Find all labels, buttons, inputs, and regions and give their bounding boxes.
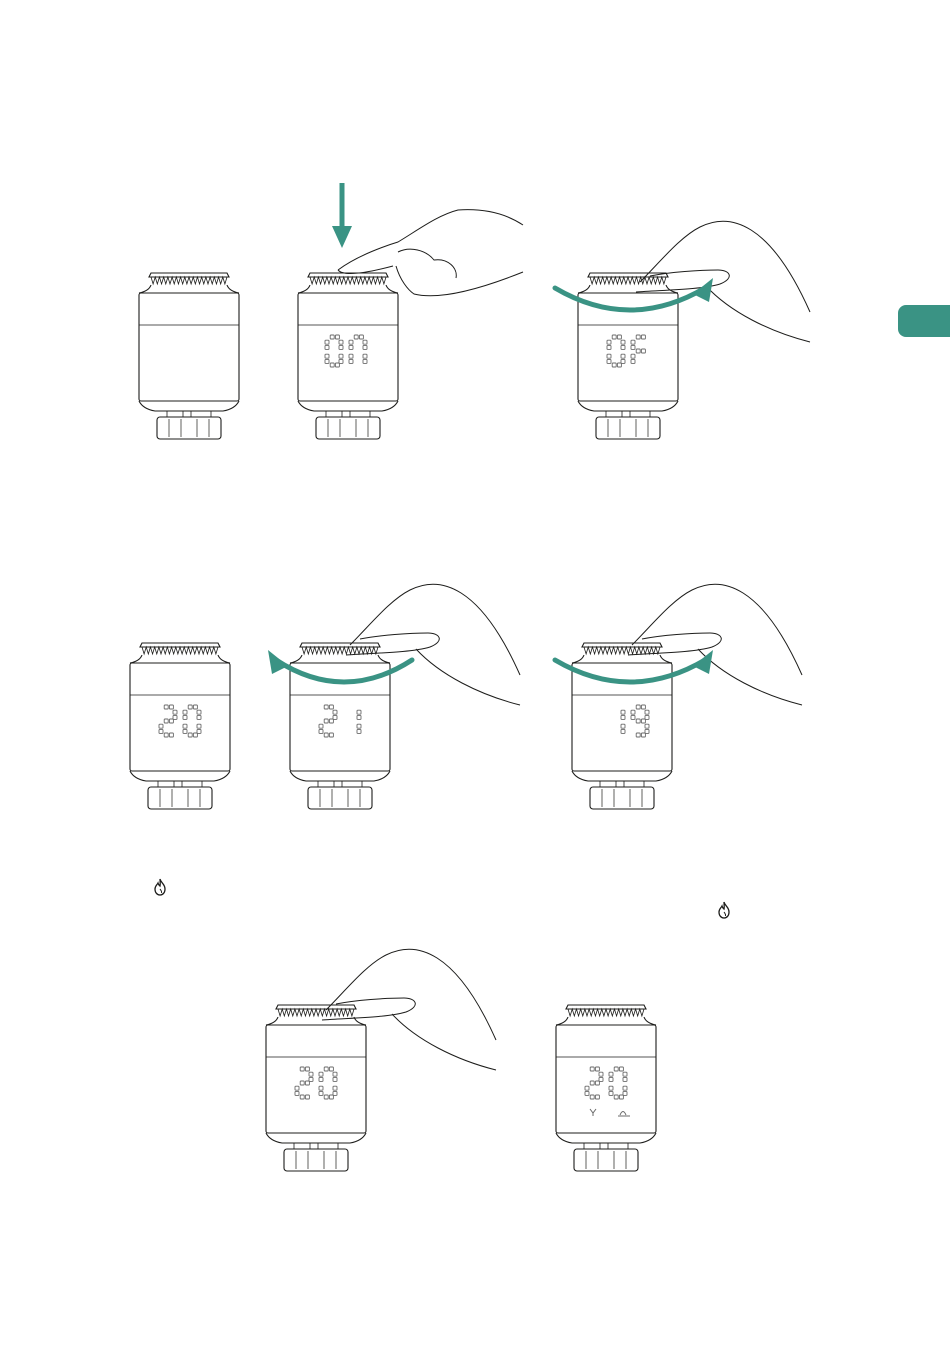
eco-icon [590, 1109, 596, 1116]
thermostat-device [572, 643, 672, 809]
thermostat-device [290, 643, 390, 809]
thermostat-device [556, 1005, 656, 1171]
led-display [585, 1067, 627, 1099]
hand [338, 210, 523, 296]
comfort-icon [618, 1112, 630, 1117]
thermostat-device [298, 273, 398, 439]
led-display [325, 335, 367, 367]
hand [322, 949, 496, 1070]
led-display [607, 335, 645, 367]
flame-icon [716, 901, 732, 919]
led-display [295, 1067, 337, 1099]
thermostat-device [578, 273, 678, 439]
thermostat-device [266, 1005, 366, 1171]
flame-icon [152, 878, 168, 896]
led-display [319, 705, 361, 737]
hand [346, 584, 520, 705]
thermostat-device [139, 273, 239, 439]
hand [628, 584, 802, 705]
led-display [621, 705, 649, 737]
led-display [159, 705, 201, 737]
press-down-arrow [332, 183, 352, 248]
hand [636, 221, 810, 342]
thermostat-device [130, 643, 230, 809]
